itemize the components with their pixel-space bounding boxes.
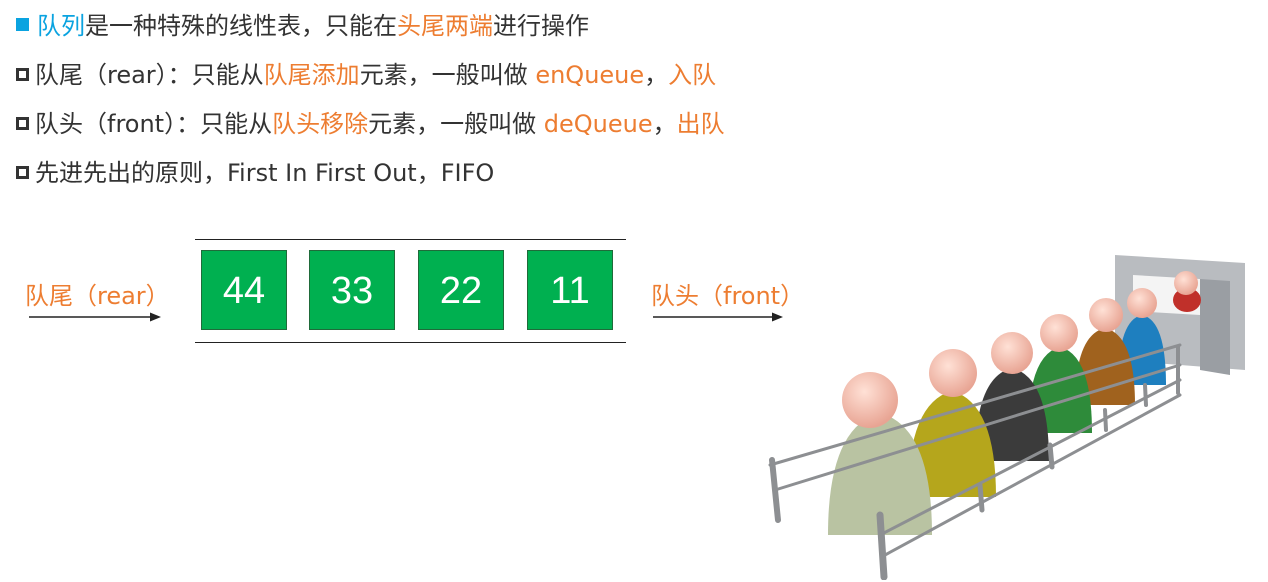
bullet-line-2: 队尾（rear）：只能从队尾添加元素，一般叫做 enQueue，入队 xyxy=(16,58,716,92)
bullet-line-3: 队头（front）：只能从队头移除元素，一般叫做 deQueue，出队 xyxy=(16,107,725,141)
bullet-1-seg-2: 头尾两端 xyxy=(397,12,493,40)
bullet-line-1: 队列是一种特殊的线性表，只能在头尾两端进行操作 xyxy=(16,9,589,43)
bullet-3-seg-3: deQueue xyxy=(543,110,653,138)
bullet-3-seg-1: 队头移除 xyxy=(272,110,369,138)
queue-bottom-border xyxy=(195,342,626,343)
hollow-square-bullet-icon xyxy=(16,68,29,81)
person-sage xyxy=(828,372,932,535)
queue-element: 33 xyxy=(309,250,395,330)
bullet-4-seg-0: 先进先出的原则，First In First Out，FIFO xyxy=(35,159,495,187)
bullet-line-4: 先进先出的原则，First In First Out，FIFO xyxy=(16,156,494,190)
rear-arrow-icon xyxy=(29,312,161,322)
rear-label: 队尾（rear） xyxy=(25,282,170,310)
queue-element: 11 xyxy=(527,250,613,330)
bullet-1-seg-0: 队列 xyxy=(37,12,85,40)
bullet-3-seg-5: 出队 xyxy=(676,110,725,138)
queue-element: 44 xyxy=(201,250,287,330)
queue-top-border xyxy=(195,239,626,240)
bullet-1-seg-3: 进行操作 xyxy=(493,12,589,40)
bullet-2-seg-0: 队尾（rear）：只能从 xyxy=(35,61,264,89)
front-label: 队头（front） xyxy=(651,282,805,310)
bullet-3-seg-0: 队头（front）：只能从 xyxy=(35,110,273,138)
hollow-square-bullet-icon xyxy=(16,166,29,179)
person-red xyxy=(1173,271,1201,312)
bullet-1-seg-1: 是一种特殊的线性表，只能在 xyxy=(85,12,397,40)
bullet-2-seg-3: enQueue xyxy=(535,61,645,89)
bullet-2-seg-2: 元素，一般叫做 xyxy=(359,61,536,89)
bullet-2-seg-4: ， xyxy=(644,61,669,89)
hollow-square-bullet-icon xyxy=(16,117,29,130)
person-dark xyxy=(975,332,1049,461)
bullet-2-seg-1: 队尾添加 xyxy=(263,61,360,89)
queue-element: 22 xyxy=(418,250,504,330)
people-queue-illustration xyxy=(768,255,1245,580)
bullet-2-seg-5: 入队 xyxy=(668,61,717,89)
railing xyxy=(768,343,1182,580)
bullet-3-seg-2: 元素，一般叫做 xyxy=(368,110,544,138)
bullet-3-seg-4: ， xyxy=(652,110,677,138)
front-arrow-icon xyxy=(653,312,783,322)
square-bullet-icon xyxy=(16,18,29,31)
